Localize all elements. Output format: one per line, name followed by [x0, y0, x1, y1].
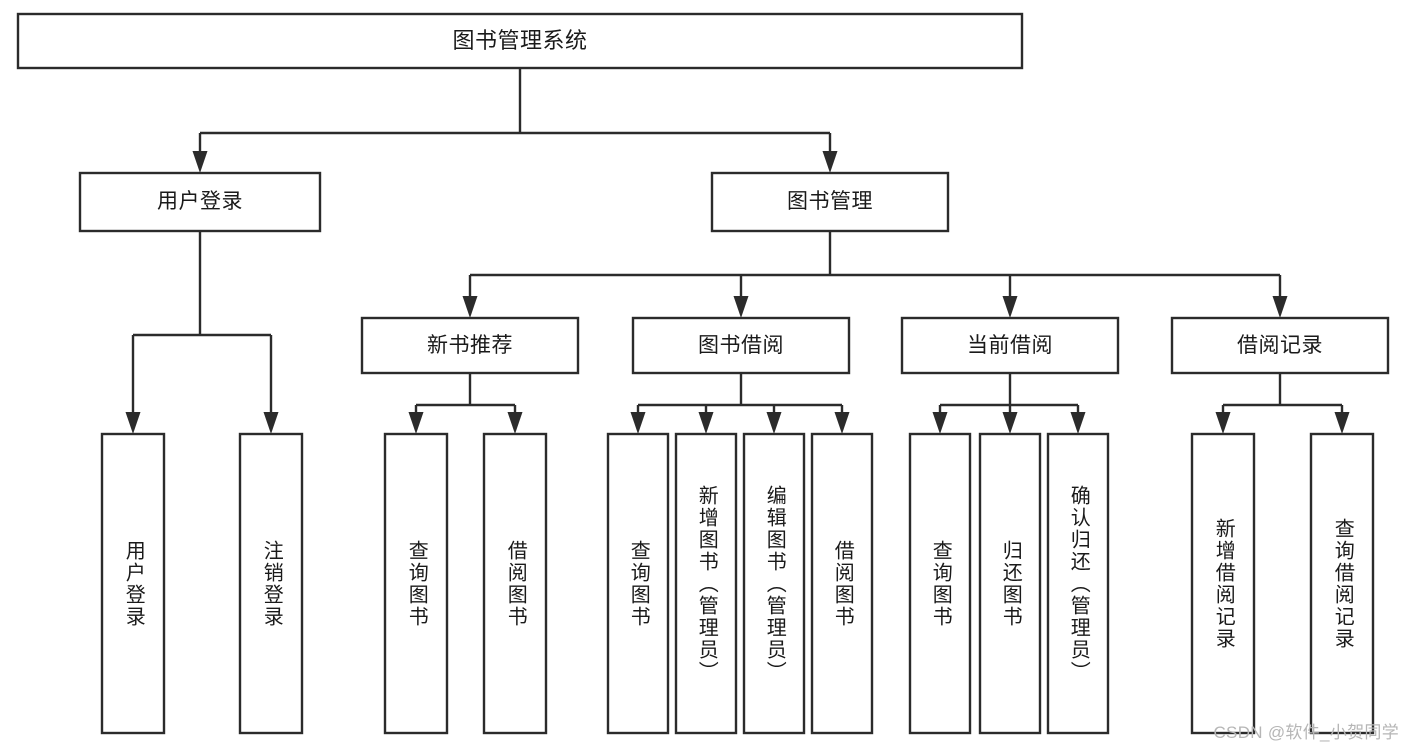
arrow-head-icon [1002, 412, 1018, 434]
arrow-head-icon [462, 296, 478, 318]
arrow-head-icon [834, 412, 850, 434]
node-box-leaf-confirm-return[interactable] [1046, 432, 1110, 735]
node-box-leaf-user-login[interactable] [100, 432, 166, 735]
arrow-head-icon [408, 412, 424, 434]
arrow-head-icon [125, 412, 141, 434]
node-box-leaf-add-record[interactable] [1190, 432, 1256, 735]
arrow-head-icon [698, 412, 714, 434]
node-box-leaf-logout[interactable] [238, 432, 304, 735]
arrow-head-icon [1334, 412, 1350, 434]
arrow-head-icon [822, 151, 838, 173]
watermark-text: CSDN @软件_小贺同学 [1213, 723, 1399, 742]
arrow-head-icon [733, 296, 749, 318]
edge-group [125, 68, 1350, 434]
node-box-leaf-query-record[interactable] [1309, 432, 1375, 735]
arrow-head-icon [192, 151, 208, 173]
arrow-head-icon [1215, 412, 1231, 434]
arrow-head-icon [1002, 296, 1018, 318]
node-box-leaf-add-book[interactable] [674, 432, 738, 735]
node-box-user-login[interactable] [78, 171, 322, 233]
arrow-head-icon [507, 412, 523, 434]
node-box-new-book-recommend[interactable] [360, 316, 580, 375]
arrow-head-icon [766, 412, 782, 434]
arrow-head-icon [630, 412, 646, 434]
node-box-root[interactable] [16, 12, 1024, 70]
node-box-borrow-record[interactable] [1170, 316, 1390, 375]
node-box-current-borrow[interactable] [900, 316, 1120, 375]
node-box-leaf-borrow-book-2[interactable] [810, 432, 874, 735]
node-box-leaf-edit-book[interactable] [742, 432, 806, 735]
node-rect-group [16, 12, 1390, 735]
node-box-leaf-borrow-book-1[interactable] [482, 432, 548, 735]
node-box-leaf-query-book-2[interactable] [606, 432, 670, 735]
node-box-leaf-query-book-1[interactable] [383, 432, 449, 735]
node-box-book-manage[interactable] [710, 171, 950, 233]
arrow-head-icon [932, 412, 948, 434]
arrow-head-icon [1272, 296, 1288, 318]
node-box-book-borrow[interactable] [631, 316, 851, 375]
node-box-leaf-query-book-3[interactable] [908, 432, 972, 735]
node-box-leaf-return-book[interactable] [978, 432, 1042, 735]
arrow-head-icon [263, 412, 279, 434]
arrow-head-icon [1070, 412, 1086, 434]
